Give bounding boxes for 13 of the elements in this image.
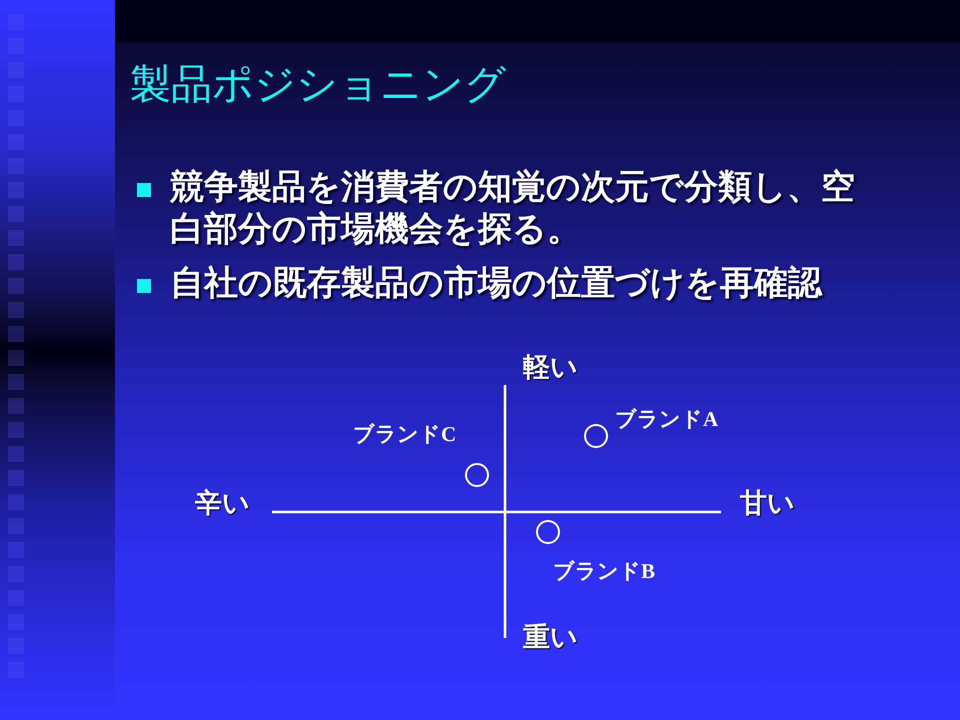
brand-label: ブランドC: [353, 422, 456, 448]
brand-label: ブランドA: [615, 407, 718, 432]
position-marker: [584, 424, 608, 448]
position-marker: [536, 520, 560, 544]
brand-label: ブランドB: [553, 559, 656, 584]
axis-label: 重い: [523, 622, 578, 654]
axis-label: 甘い: [740, 488, 795, 520]
axis-label: 辛い: [195, 488, 250, 520]
bullet-text: 自社の既存製品の市場の位置づけを再確認: [170, 262, 824, 304]
bullet-text: 競争製品を消費者の知覚の次元で分類し、空白部分の市場機会を探る。: [170, 166, 856, 250]
slide-title: 製品ポジショニング: [130, 60, 506, 110]
axis-label: 軽い: [523, 352, 578, 384]
position-marker: [464, 462, 488, 486]
